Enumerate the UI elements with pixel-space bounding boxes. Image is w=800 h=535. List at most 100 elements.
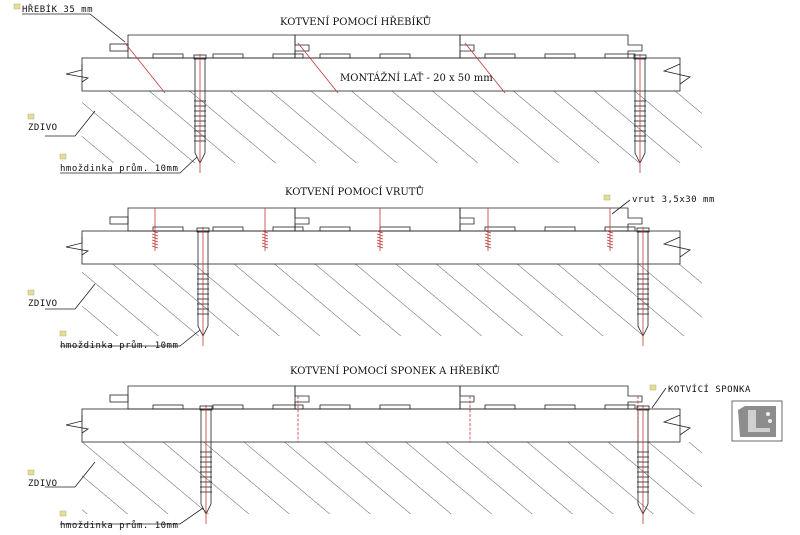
fastener-label: KOTVÍCÍ SPONKA (668, 383, 751, 395)
board-groove (319, 404, 351, 410)
screw-thread (261, 233, 269, 237)
floor-board (459, 207, 643, 232)
screw-thread (376, 236, 384, 240)
nail (464, 42, 506, 94)
wall-hatch (82, 442, 702, 514)
leader-line (60, 507, 204, 525)
leader-line (611, 199, 631, 215)
screw-thread (261, 239, 269, 243)
screw-thread (484, 245, 492, 249)
board-groove (484, 226, 516, 232)
board-groove (604, 404, 636, 410)
dowel-label: hmoždinka prům. 10mm (60, 520, 178, 531)
screw-thread (261, 236, 269, 240)
screw-thread (484, 233, 492, 237)
board-groove (272, 404, 304, 410)
leader-line (45, 461, 96, 488)
screw-thread (151, 236, 159, 240)
screw-thread (376, 233, 384, 237)
screw-thread (606, 233, 614, 237)
screw-thread (151, 239, 159, 243)
screw-thread (261, 230, 269, 234)
screw-thread (261, 245, 269, 249)
dowel (194, 57, 206, 164)
board-groove (544, 404, 576, 410)
floor-board (294, 34, 475, 59)
dowel (637, 230, 649, 337)
floor-board (459, 385, 643, 410)
nail (297, 42, 339, 94)
screw-thread (484, 242, 492, 246)
floor-board (459, 34, 643, 59)
section-1 (45, 34, 702, 174)
note-icon (27, 469, 35, 476)
screw-thread (484, 230, 492, 234)
board-groove (544, 53, 576, 59)
floor-board (294, 385, 475, 410)
batten-label: MONTÁŽNÍ LAŤ - 20 x 50 mm (340, 72, 493, 84)
section-title: KOTVENÍ POMOCÍ HŘEBÍKŮ (280, 16, 431, 28)
nail (124, 42, 166, 94)
board-groove (379, 226, 411, 232)
note-icon (59, 153, 67, 160)
clip-thumbnail (731, 400, 783, 442)
leader-line (60, 329, 201, 347)
section-2 (45, 207, 702, 347)
wall-hatch (82, 264, 702, 336)
board-groove (484, 404, 516, 410)
board-groove (319, 226, 351, 232)
floor-board (294, 207, 475, 232)
dowel (200, 408, 212, 515)
screw-thread (606, 230, 614, 234)
board-tongue (109, 394, 129, 403)
screw-thread (484, 236, 492, 240)
note-icon (13, 3, 21, 10)
screw-thread (376, 242, 384, 246)
screw-thread (261, 242, 269, 246)
note-icon (59, 330, 67, 337)
leader-line (651, 387, 667, 409)
screw-thread (606, 236, 614, 240)
fastener-label: vrut 3,5x30 mm (632, 195, 715, 205)
wall-hatch (82, 91, 702, 163)
dowel-label: hmoždinka prům. 10mm (60, 340, 178, 351)
note-icon (27, 113, 35, 120)
board-groove (272, 53, 304, 59)
board-groove (484, 53, 516, 59)
wall-label: ZDIVO (28, 479, 58, 489)
section-title: KOTVENÍ POMOCÍ VRUTŮ (285, 186, 424, 198)
fastener-label: HŘEBÍK 35 mm (22, 3, 93, 15)
note-icon (649, 384, 657, 391)
dowel-label: hmoždinka prům. 10mm (60, 163, 178, 174)
board-groove (152, 226, 184, 232)
floor-board (127, 385, 310, 410)
screw-thread (376, 245, 384, 249)
batten (81, 408, 681, 443)
screw-thread (151, 245, 159, 249)
board-groove (379, 53, 411, 59)
screw-thread (606, 239, 614, 243)
break-line (662, 414, 691, 436)
leader-line (60, 156, 198, 174)
screw-thread (376, 239, 384, 243)
screw-thread (606, 245, 614, 249)
board-groove (212, 404, 244, 410)
section-3 (45, 385, 702, 525)
board-groove (152, 53, 184, 59)
note-icon (59, 510, 67, 517)
board-groove (604, 53, 636, 59)
board-groove (379, 404, 411, 410)
board-groove (272, 226, 304, 232)
board-groove (152, 404, 184, 410)
leader-line (45, 283, 96, 310)
board-groove (212, 53, 244, 59)
break-line (65, 64, 90, 83)
note-icon (27, 289, 35, 296)
dowel (634, 57, 646, 164)
screw-thread (484, 239, 492, 243)
board-groove (604, 226, 636, 232)
board-groove (544, 226, 576, 232)
screw-thread (376, 230, 384, 234)
screw-thread (151, 242, 159, 246)
